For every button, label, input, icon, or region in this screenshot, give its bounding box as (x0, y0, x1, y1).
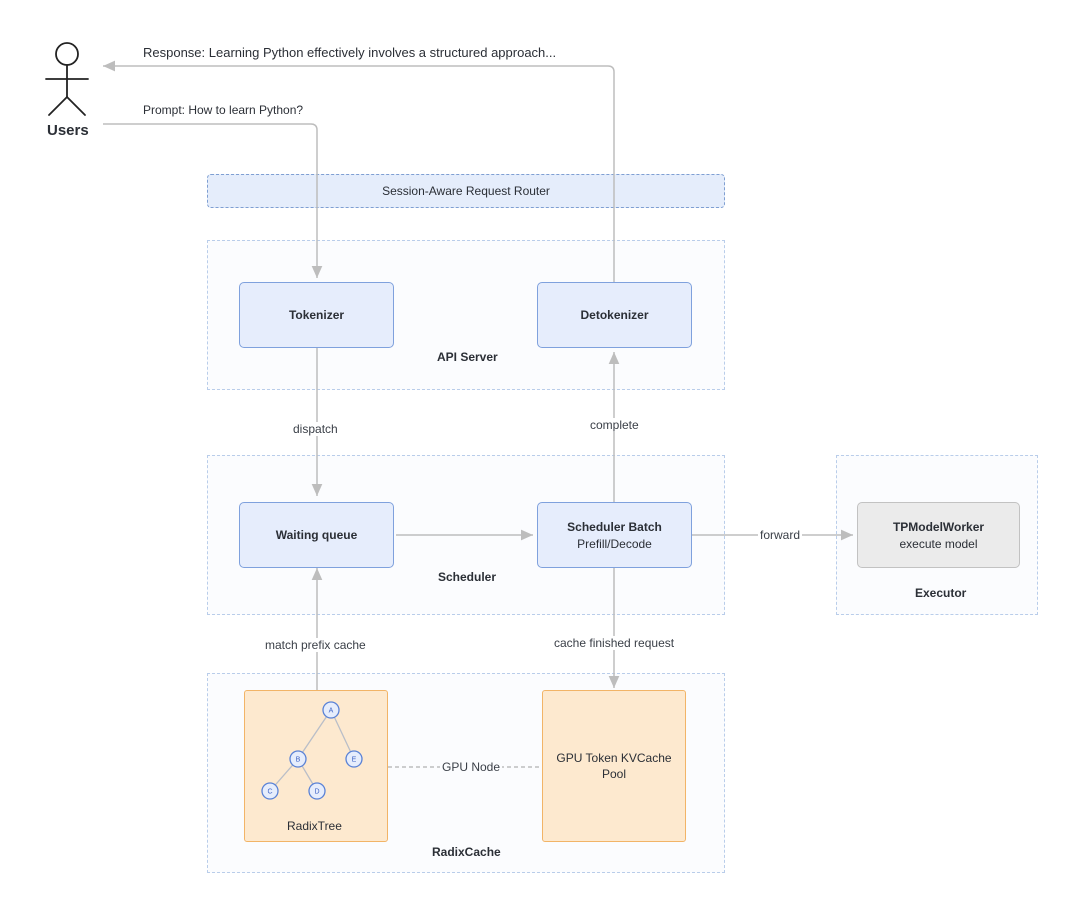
gpu-node-label: GPU Node (440, 760, 503, 774)
svg-text:E: E (352, 757, 357, 764)
kv-cache-pool-box[interactable]: GPU Token KVCache Pool (542, 690, 686, 842)
waiting-queue-box[interactable]: Waiting queue (239, 502, 394, 568)
radix-node-c: C (261, 782, 279, 800)
tokenizer-label: Tokenizer (288, 308, 345, 322)
executor-label: Executor (915, 586, 967, 600)
radix-tree-diagram: A B E C D (261, 701, 363, 800)
radix-node-b: B (289, 750, 307, 768)
radix-node-e: E (345, 750, 363, 768)
response-text: Response: Learning Python effectively in… (143, 45, 557, 60)
radix-cache-label: RadixCache (432, 845, 501, 859)
tp-model-worker-subtitle: execute model (899, 536, 978, 551)
forward-label: forward (758, 528, 803, 542)
response-arrow (103, 60, 615, 282)
scheduler-batch-subtitle: Prefill/Decode (577, 536, 652, 551)
radix-node-d: D (308, 782, 326, 800)
radix-tree-box[interactable] (244, 690, 388, 842)
stick-figure-user-icon (45, 42, 89, 116)
users-label: Users (47, 122, 89, 139)
radix-node-a: A (322, 701, 340, 719)
svg-text:C: C (267, 789, 272, 796)
tp-model-worker-box[interactable]: TPModelWorker execute model (857, 502, 1020, 568)
radix-tree-nodes: A B E C D (261, 701, 363, 800)
radix-tree-label: RadixTree (287, 819, 342, 833)
match-prefix-cache-label: match prefix cache (263, 638, 368, 652)
svg-text:D: D (314, 789, 319, 796)
dispatch-label: dispatch (291, 422, 340, 436)
prompt-text: Prompt: How to learn Python? (143, 103, 304, 117)
scheduler-label: Scheduler (438, 570, 497, 584)
scheduler-batch-title: Scheduler Batch (567, 519, 662, 534)
kv-cache-pool-label: GPU Token KVCache Pool (556, 751, 672, 781)
detokenizer-box[interactable]: Detokenizer (537, 282, 692, 348)
detokenizer-label: Detokenizer (580, 308, 649, 322)
api-server-label: API Server (437, 350, 498, 364)
tp-model-worker-title: TPModelWorker (892, 519, 985, 534)
prompt-arrow (103, 123, 323, 278)
tokenizer-box[interactable]: Tokenizer (239, 282, 394, 348)
scheduler-batch-box[interactable]: Scheduler Batch Prefill/Decode (537, 502, 692, 568)
waiting-queue-label: Waiting queue (275, 528, 358, 542)
cache-finished-request-label: cache finished request (552, 636, 677, 650)
session-aware-request-router[interactable]: Session-Aware Request Router (207, 174, 725, 208)
router-label: Session-Aware Request Router (382, 184, 550, 198)
complete-label: complete (588, 418, 641, 432)
svg-text:A: A (329, 708, 334, 715)
svg-text:B: B (296, 757, 301, 764)
